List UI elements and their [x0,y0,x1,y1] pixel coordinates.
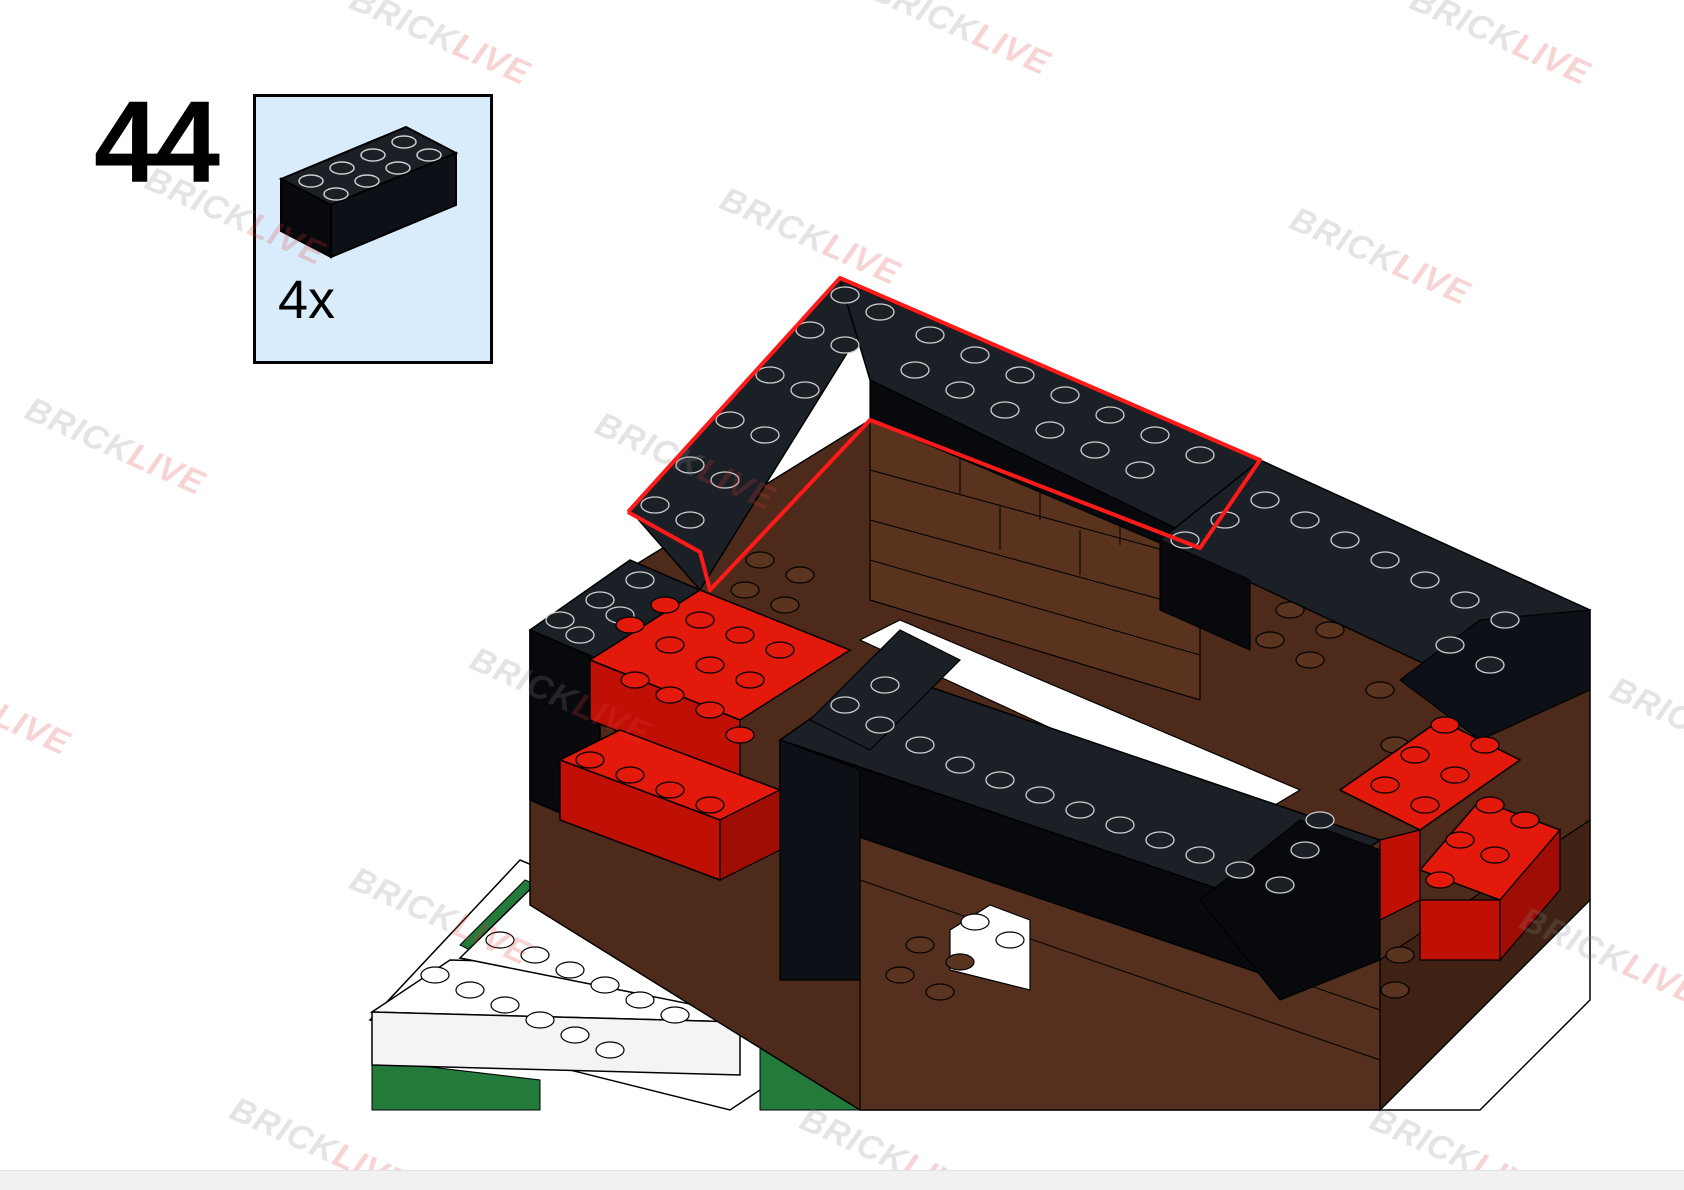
red-brick-studs-left [575,596,795,814]
parts-callout: 4x [253,94,493,364]
red-brick-right-lower-front [1419,899,1501,961]
black-pillar [779,739,861,981]
new-parts-highlight-outline [626,276,1262,592]
green-plate-left [371,1059,541,1111]
step-number: 44 [94,77,220,207]
page-bottom-strip [0,1170,1684,1190]
red-brick-studs-right [1370,716,1540,889]
red-brick-right-lower-side [1499,828,1561,962]
white-brick-side [371,1011,741,1076]
black-brick-right-corner [1399,609,1591,741]
red-brick-left-lower-side [719,789,781,881]
part-quantity: 4x [278,270,336,330]
black-brick-studs [545,286,1520,894]
brick-2x4-part-icon [278,125,459,259]
black-brick-right-back-side [1159,539,1251,651]
brown-inner-studs [730,551,1415,1001]
